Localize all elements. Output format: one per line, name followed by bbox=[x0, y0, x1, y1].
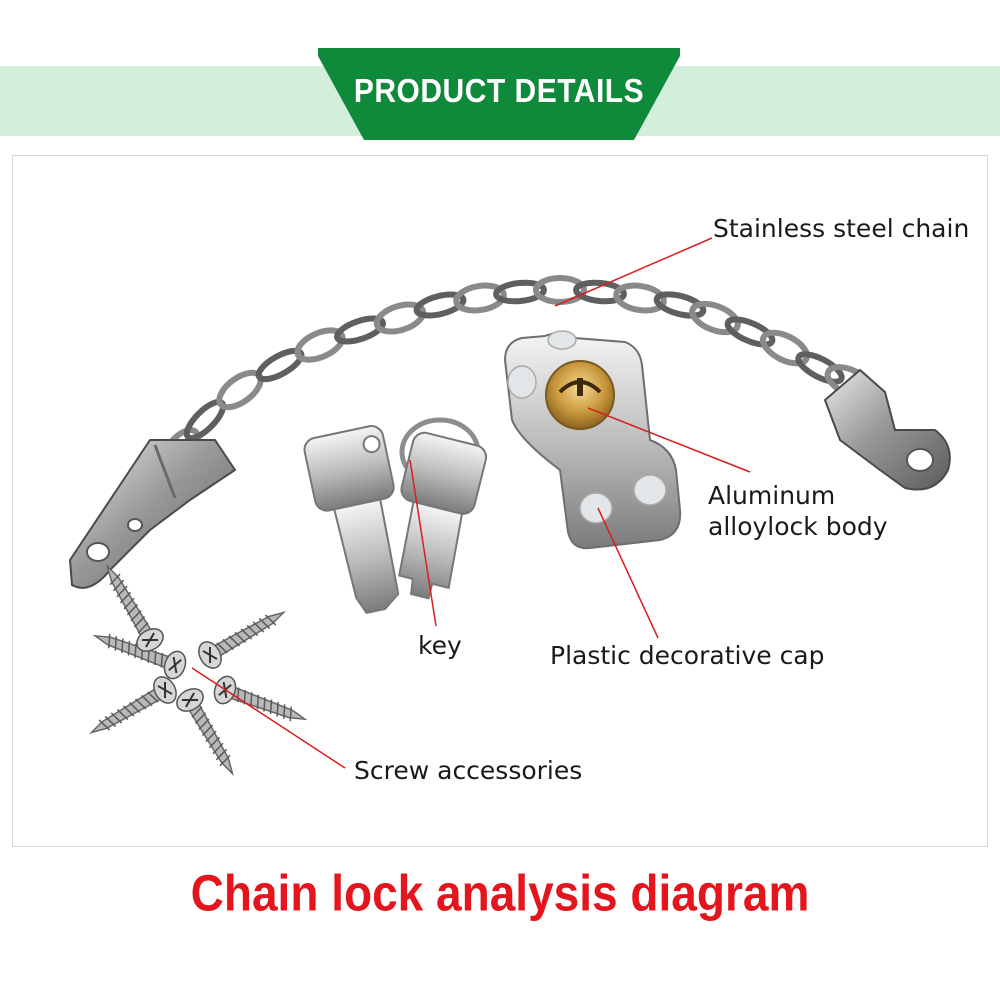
banner-tab bbox=[318, 48, 680, 140]
screw bbox=[176, 688, 234, 777]
chain-link bbox=[759, 329, 811, 367]
chain-link bbox=[493, 279, 547, 305]
label-aluminum-alloy-lock-body: Aluminum alloylock body bbox=[708, 481, 888, 541]
chain-link bbox=[689, 300, 741, 336]
chain-link bbox=[413, 291, 467, 319]
chain-link bbox=[453, 282, 507, 314]
chain-link bbox=[533, 275, 587, 305]
leader-line-cap bbox=[597, 507, 659, 639]
screw bbox=[106, 563, 164, 652]
diagram-caption: Chain lock analysis diagram bbox=[190, 864, 810, 922]
label-stainless-steel-chain: Stainless steel chain bbox=[713, 214, 970, 243]
chain-link bbox=[255, 347, 305, 383]
screw bbox=[92, 633, 187, 680]
chain-link bbox=[653, 291, 707, 319]
chain-link bbox=[724, 316, 776, 348]
screw bbox=[88, 676, 177, 734]
leader-line-chain bbox=[554, 237, 713, 307]
screw bbox=[198, 611, 287, 669]
leader-line-body bbox=[587, 407, 751, 473]
label-screw-accessories: Screw accessories bbox=[354, 756, 583, 785]
chain-link bbox=[795, 351, 845, 385]
chain-link bbox=[613, 282, 667, 314]
chain-link bbox=[573, 279, 627, 305]
chain-link bbox=[294, 327, 346, 363]
chain-link bbox=[373, 301, 427, 335]
label-plastic-decorative-cap: Plastic decorative cap bbox=[550, 641, 825, 670]
leader-line-key bbox=[409, 459, 437, 627]
right-mount-plate bbox=[823, 368, 951, 491]
leader-line-screws bbox=[191, 667, 346, 769]
label-key: key bbox=[418, 631, 462, 660]
screws bbox=[88, 563, 308, 777]
left-mount-plate bbox=[68, 439, 237, 589]
leader-lines bbox=[191, 237, 751, 769]
diagram-frame bbox=[12, 155, 988, 847]
chain-link bbox=[334, 315, 386, 345]
screw bbox=[213, 675, 308, 722]
chain bbox=[159, 275, 876, 473]
banner-title: PRODUCT DETAILS bbox=[353, 72, 645, 110]
keys bbox=[303, 417, 488, 615]
lock-body bbox=[503, 330, 682, 550]
